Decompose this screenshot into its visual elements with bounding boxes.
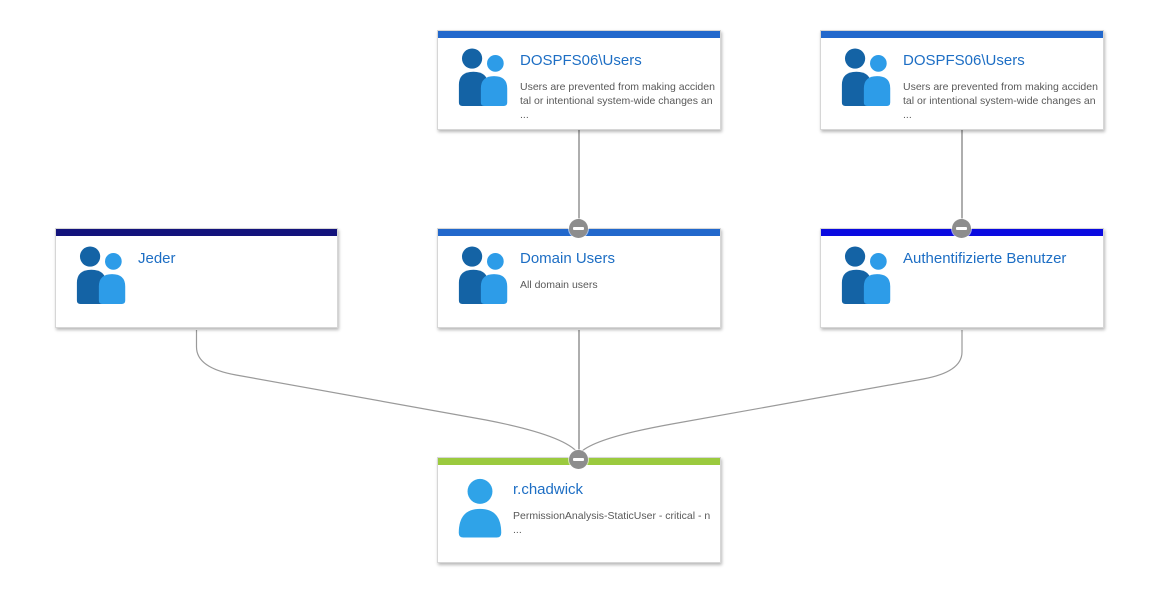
node-domain-users[interactable]: Domain Users All domain users bbox=[437, 228, 721, 328]
group-users-icon bbox=[841, 48, 891, 106]
node-r-chadwick[interactable]: r.chadwick PermissionAnalysis-StaticUser… bbox=[437, 457, 721, 563]
node-title: DOSPFS06\Users bbox=[520, 52, 642, 69]
edge-authusers-to-rchadwick bbox=[579, 330, 963, 454]
minus-icon bbox=[573, 227, 584, 230]
node-title: Domain Users bbox=[520, 250, 616, 267]
node-dospfs06-users-right[interactable]: DOSPFS06\Users Users are prevented from … bbox=[820, 30, 1104, 130]
edge-jeder-to-rchadwick bbox=[195, 330, 579, 454]
group-users-icon bbox=[458, 48, 508, 106]
node-accent-bar bbox=[56, 229, 337, 236]
minus-badge[interactable] bbox=[569, 219, 588, 238]
node-description: Users are prevented from making acciden … bbox=[903, 81, 1098, 121]
node-description: PermissionAnalysis-StaticUser - critical… bbox=[513, 510, 711, 536]
node-title: DOSPFS06\Users bbox=[903, 52, 1025, 69]
group-users-icon bbox=[841, 246, 891, 304]
minus-icon bbox=[956, 227, 967, 230]
minus-badge[interactable] bbox=[952, 219, 971, 238]
node-accent-bar bbox=[821, 31, 1103, 38]
minus-icon bbox=[573, 458, 584, 461]
node-accent-bar bbox=[438, 31, 720, 38]
node-title: Jeder bbox=[138, 250, 176, 267]
single-user-icon bbox=[458, 478, 502, 538]
node-description: All domain users bbox=[520, 279, 598, 291]
group-users-icon bbox=[458, 246, 508, 304]
node-description: Users are prevented from making acciden … bbox=[520, 81, 715, 121]
node-title: r.chadwick bbox=[513, 481, 584, 498]
node-title: Authentifizierte Benutzer bbox=[903, 250, 1067, 267]
node-dospfs06-users-left[interactable]: DOSPFS06\Users Users are prevented from … bbox=[437, 30, 721, 130]
node-authentifizierte-benutzer[interactable]: Authentifizierte Benutzer bbox=[820, 228, 1104, 328]
node-jeder[interactable]: Jeder bbox=[55, 228, 338, 328]
minus-badge[interactable] bbox=[569, 450, 588, 469]
group-users-icon bbox=[76, 246, 126, 304]
